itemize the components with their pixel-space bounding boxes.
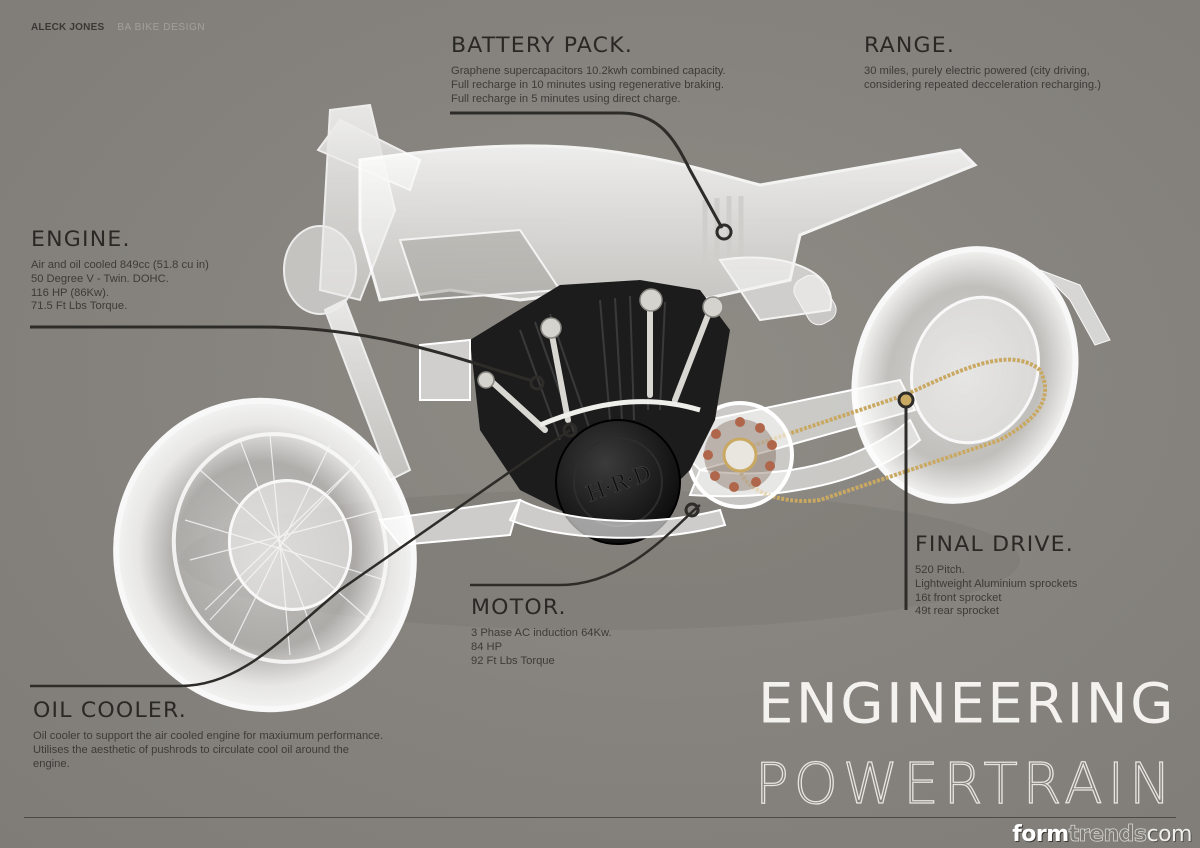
callout-title: MOTOR. [471,596,567,620]
callout-line: 520 Pitch. [915,564,965,576]
callout-oil-cooler: OIL COOLER. Oil cooler to support the ai… [33,701,383,771]
callout-engine: ENGINE. Air and oil cooled 849cc (51.8 c… [31,230,209,314]
callout-motor: MOTOR. 3 Phase AC induction 64Kw. 84 HP … [471,598,612,668]
front-wheel [113,397,417,713]
callout-title: FINAL DRIVE. [915,533,1074,557]
pushrods [487,299,713,433]
footer-divider [24,817,1176,818]
front-fork [283,103,422,482]
frame-tank [358,144,978,326]
brand-part-form: form [1012,822,1069,847]
callout-range: RANGE. 30 miles, purely electric powered… [864,36,1101,93]
callout-line: considering repeated decceleration recha… [864,78,1101,91]
rear-wheel [851,246,1111,504]
author-name: ALECK JONES [31,22,105,33]
brand-part-com: com [1146,822,1193,847]
callout-line: 84 HP [471,640,503,653]
course-name: BA BIKE DESIGN [117,22,206,33]
brand-part-trends: trends [1068,822,1147,848]
electric-motor [686,401,794,509]
callout-line: 16t front sprocket [915,591,1002,604]
callout-title: BATTERY PACK. [451,34,634,58]
callout-line: 3 Phase AC induction 64Kw. [471,627,612,639]
callout-line: Utilises the aesthetic of pushrods to ci… [33,743,349,756]
callout-line: Full recharge in 10 minutes using regene… [451,78,725,91]
callout-battery-pack: BATTERY PACK. Graphene supercapacitors 1… [451,36,726,106]
callout-final-drive: FINAL DRIVE. 520 Pitch. Lightweight Alum… [915,535,1077,619]
leader-lines [30,111,908,688]
formtrends-watermark: formtrendscom [1012,822,1193,848]
motor-leader [470,504,701,587]
callout-line: 116 HP (86Kw). [31,286,109,299]
v-twin-engine: H·R·D [470,280,730,545]
engine-leader [30,325,534,383]
callout-line: Air and oil cooled 849cc (51.8 cu in) [31,259,209,271]
callout-line: Lightweight Aluminium sprockets [915,577,1078,590]
callout-line: Graphene supercapacitors 10.2kwh combine… [451,65,726,77]
drive-chain [738,357,1047,503]
callout-line: 49t rear sprocket [915,605,999,618]
callout-line: 30 miles, purely electric powered (city … [864,65,1090,77]
callout-line: Full recharge in 5 minutes using direct … [451,92,681,105]
callout-title: ENGINE. [31,228,131,252]
callout-title: RANGE. [864,34,956,58]
headline-engineering: ENGINEERING [757,672,1176,737]
battery-leader [450,111,724,229]
callout-title: OIL COOLER. [33,699,187,723]
callout-line: 71.5 Ft Lbs Torque. [31,300,128,313]
headline-powertrain: POWERTRAIN [754,751,1176,817]
callout-line: 50 Degree V - Twin. DOHC. [31,272,169,285]
callout-line: Oil cooler to support the air cooled eng… [33,730,384,742]
lower-components [378,338,727,547]
callout-line: 92 Ft Lbs Torque [471,654,555,667]
credit-line: ALECK JONES BA BIKE DESIGN [31,22,205,33]
leader-endpoints [529,223,915,518]
callout-line: engine. [33,757,70,770]
oil-cooler-leader [30,428,571,688]
